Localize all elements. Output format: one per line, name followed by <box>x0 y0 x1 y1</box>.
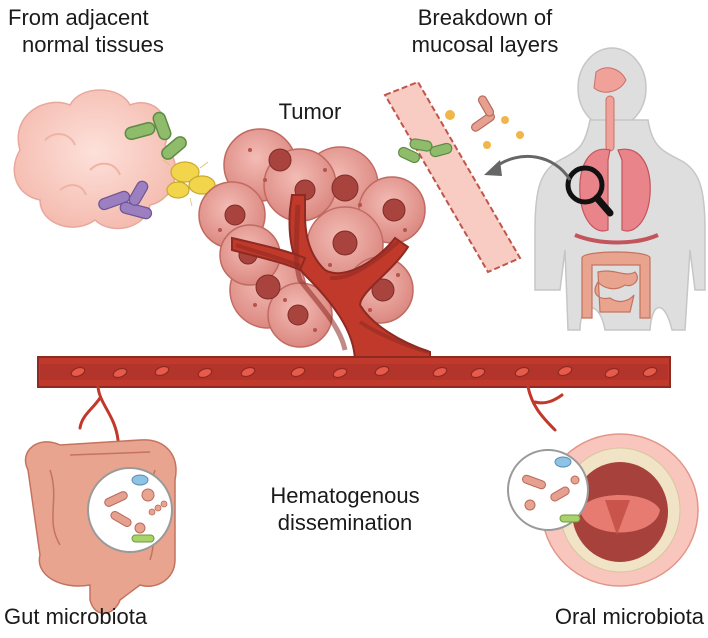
label-adjacent-line-2: normal tissues <box>22 32 164 57</box>
label-mucosal-line-1: Breakdown of <box>417 5 553 30</box>
arrow-icon <box>484 154 572 181</box>
label-hematogenous-line-2: dissemination <box>277 510 413 535</box>
gut-microbe-circle <box>87 467 173 553</box>
normal-tissue <box>13 89 177 230</box>
label-adjacent-tissues: From adjacent normal tissues <box>8 4 208 58</box>
label-mucosal-line-2: mucosal layers <box>411 32 559 57</box>
tumor-vessel <box>231 194 431 363</box>
oral-microbe-circle <box>507 449 589 531</box>
capillaries <box>78 385 564 442</box>
label-tumor: Tumor <box>278 99 342 124</box>
label-gut-microbiota: Gut microbiota <box>4 604 148 629</box>
label-oral-microbiota: Oral microbiota <box>554 604 704 629</box>
mucosal-strip <box>383 80 524 274</box>
magnifier-icon <box>565 165 605 205</box>
main-blood-vessel <box>37 356 671 388</box>
adjacent-bacteria <box>98 111 224 220</box>
human-body <box>534 47 706 331</box>
label-hematogenous-line-1: Hematogenous <box>270 483 420 508</box>
label-hematogenous: Hematogenous dissemination <box>240 482 450 536</box>
label-mucosal-breakdown: Breakdown of mucosal layers <box>385 4 585 58</box>
label-adjacent-line-1: From adjacent <box>8 5 149 30</box>
tumor-cluster <box>198 128 426 348</box>
